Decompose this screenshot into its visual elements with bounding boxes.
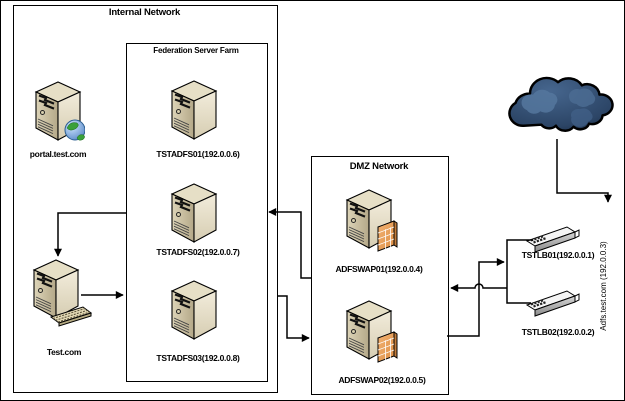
connector-cloud-to-endpoint-arrow	[556, 139, 612, 203]
internet-cloud-icon	[501, 63, 615, 147]
server-icon-testcom	[29, 257, 93, 337]
tstadfs03-label: TSTADFS03(192.0.0.8)	[156, 353, 240, 363]
internal-network-title: Internal Network	[108, 7, 181, 18]
server-icon-tstadfs01	[167, 78, 221, 142]
tstadfs01-label: TSTADFS01(192.0.0.6)	[156, 149, 240, 159]
server-icon-adfswap01	[342, 187, 400, 259]
server-icon-tstadfs02	[167, 181, 221, 245]
adfswap02-label: ADFSWAP02(192.0.0.5)	[338, 375, 426, 385]
testcom-label: Test.com	[46, 347, 82, 357]
federation-server-farm-title: Federation Server Farm	[153, 46, 239, 55]
tstlb02-label: TSTLB02(192.0.0.2)	[521, 327, 595, 337]
connector-dmz-to-loadbalancers-arrow	[447, 258, 505, 337]
adfswap01-label: ADFSWAP01(192.0.0.4)	[335, 264, 423, 274]
connector-internal-to-dmz-arrow	[277, 295, 310, 342]
server-icon-portal	[31, 79, 85, 143]
tstlb01-label: TSTLB01(192.0.0.1)	[521, 250, 595, 260]
dmz-network-title: DMZ Network	[349, 161, 409, 172]
tstadfs02-label: TSTADFS02(192.0.0.7)	[156, 247, 240, 257]
connector-loadbalancers-to-dmz-arrow	[450, 283, 507, 292]
portal-server-label: portal.test.com	[29, 149, 87, 159]
server-icon-tstadfs03	[167, 278, 221, 342]
adfs-endpoint-vertical-label: Adfs.test.com (192.0.0.3)	[599, 241, 608, 331]
load-balancer-icon-tstlb02	[525, 285, 589, 319]
server-icon-adfswap02	[342, 298, 400, 370]
